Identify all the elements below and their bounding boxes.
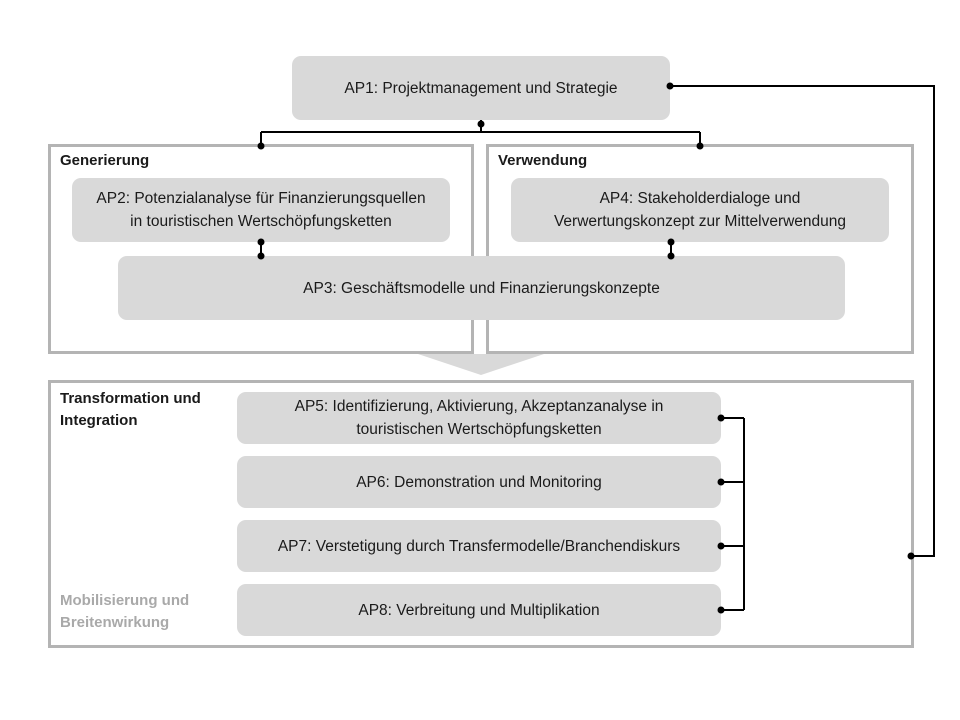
mobilisierung-title: Mobilisierung und Breitenwirkung: [60, 590, 189, 634]
ap2-label-line2: in touristischen Wertschöpfungsketten: [130, 213, 392, 230]
ap5-label-line2: touristischen Wertschöpfungsketten: [356, 421, 602, 438]
ap3-box: AP3: Geschäftsmodelle und Finanzierungsk…: [118, 256, 845, 320]
ap2-label-line1: AP2: Potenzialanalyse für Finanzierungsq…: [96, 190, 426, 207]
transformation-title-line2: Integration: [60, 412, 138, 429]
ap1-label: AP1: Projektmanagement und Strategie: [344, 79, 618, 97]
verwendung-frame: [486, 144, 914, 354]
ap4-label-line1: AP4: Stakeholderdialoge und: [599, 190, 801, 207]
ap5-box: AP5: Identifizierung, Aktivierung, Akzep…: [237, 392, 721, 444]
verwendung-title: Verwendung: [498, 152, 588, 169]
ap6-box: AP6: Demonstration und Monitoring: [237, 456, 721, 508]
ap8-label: AP8: Verbreitung und Multiplikation: [358, 601, 600, 619]
ap4-box: AP4: Stakeholderdialoge und Verwertungsk…: [511, 178, 889, 242]
ap1-box: AP1: Projektmanagement und Strategie: [292, 56, 670, 120]
ap7-label: AP7: Verstetigung durch Transfermodelle/…: [277, 537, 681, 555]
ap6-label: AP6: Demonstration und Monitoring: [356, 473, 602, 491]
generierung-title: Generierung: [60, 152, 150, 169]
ap7-box: AP7: Verstetigung durch Transfermodelle/…: [237, 520, 721, 572]
ap1-branch-connector: [260, 120, 701, 146]
mobilisierung-title-line1: Mobilisierung und: [60, 592, 190, 609]
ap4-label-line2: Verwertungskonzept zur Mittelverwendung: [553, 213, 847, 230]
transformation-title: Transformation und Integration: [60, 388, 201, 432]
flow-arrow: [418, 354, 544, 375]
ap2-box: AP2: Potenzialanalyse für Finanzierungsq…: [72, 178, 450, 242]
ap5-label-line1: AP5: Identifizierung, Aktivierung, Akzep…: [294, 398, 664, 415]
generierung-frame: [48, 144, 474, 354]
ap3-label: AP3: Geschäftsmodelle und Finanzierungsk…: [303, 279, 660, 297]
transformation-title-line1: Transformation und: [60, 390, 201, 407]
ap8-box: AP8: Verbreitung und Multiplikation: [237, 584, 721, 636]
connector-dot: [477, 120, 485, 128]
mobilisierung-title-line2: Breitenwirkung: [60, 614, 170, 631]
